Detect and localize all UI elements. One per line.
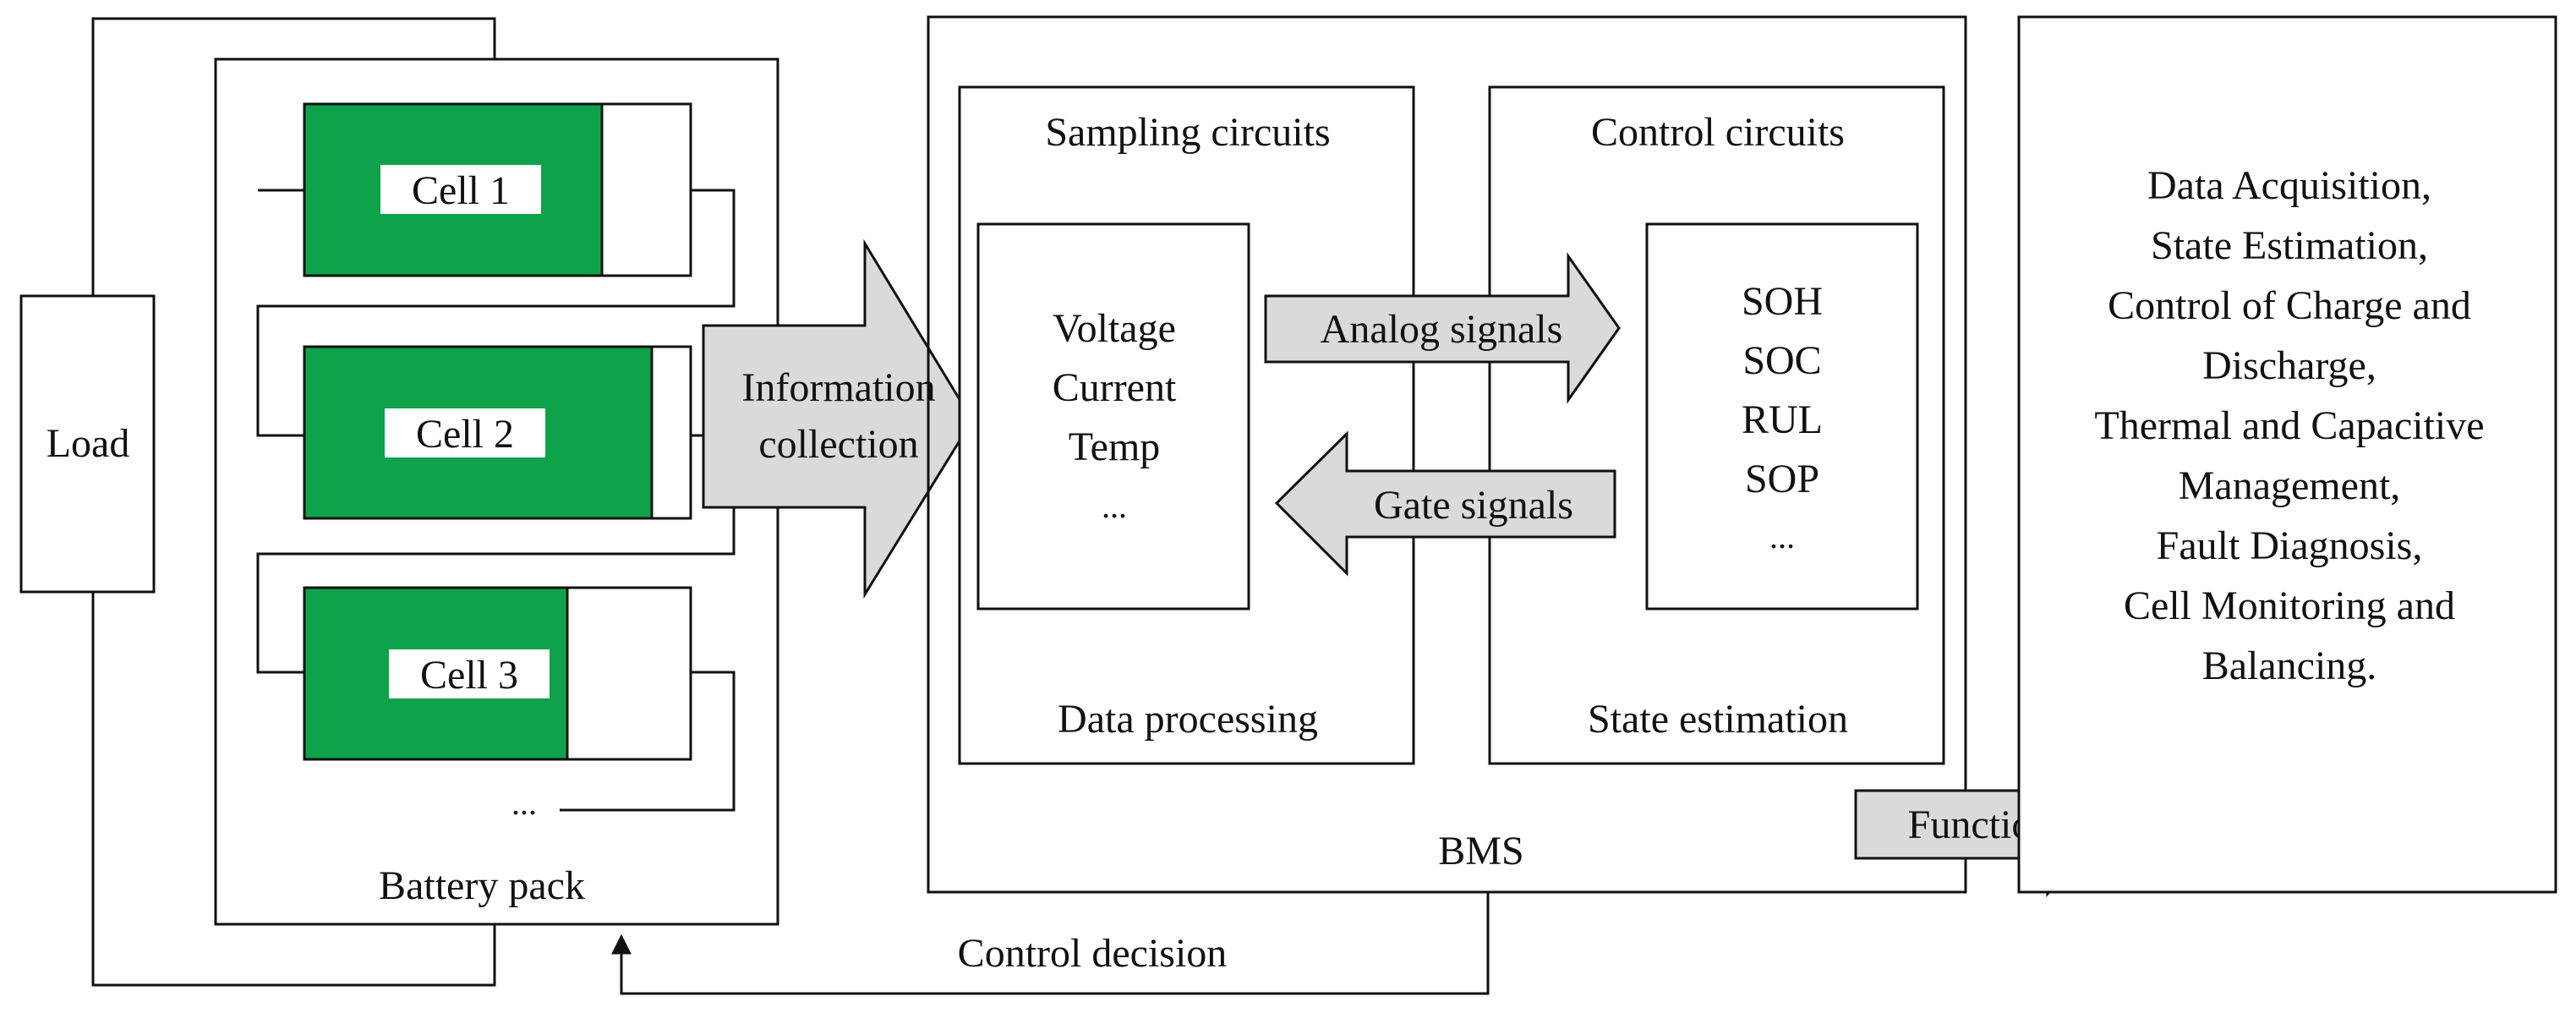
cell-3-label-bg [389,649,550,698]
control-inner-box [1645,222,1919,611]
function-line-4: Discharge, [2202,343,2376,388]
cell-1: Cell 1 [303,102,692,277]
load-top-wire [91,17,496,296]
sampling-item-temp: Temp [1069,424,1161,469]
function-line-6: Management, [2179,463,2401,508]
analog-signals-label: Analog signals [1321,307,1563,352]
cell-2: Cell 2 [303,345,692,520]
cell-wire-out [560,671,736,812]
cell-3-label: Cell 3 [420,653,518,698]
control-item-rul: RUL [1742,397,1823,442]
sampling-item-voltage: Voltage [1053,306,1176,351]
information-collection-label-2: collection [758,422,918,467]
control-item-soh: SOH [1742,279,1823,324]
function-line-7: Fault Diagnosis, [2157,523,2423,568]
function-line-3: Control of Charge and [2108,283,2471,328]
functions-box [2017,15,2557,894]
sampling-circuits-title: Sampling circuits [1045,110,1330,155]
analog-signals-arrow [1264,252,1621,404]
sampling-item-more: ... [1102,487,1127,525]
sampling-inner-box [976,222,1250,611]
cell-3: Cell 3 [303,586,692,761]
battery-pack-label: Battery pack [379,863,585,908]
control-decision-label: Control decision [958,931,1228,976]
information-collection-label-1: Information [741,365,935,410]
function-line-1: Data Acquisition, [2147,163,2431,208]
control-item-soc: SOC [1742,338,1821,383]
function-line-2: State Estimation, [2151,223,2428,268]
state-estimation-label: State estimation [1588,697,1848,742]
cell-2-label: Cell 2 [416,412,514,457]
function-line-8: Cell Monitoring and [2124,583,2455,628]
more-cells-ellipsis: ... [511,784,537,822]
load-bottom-wire [91,592,496,987]
sampling-item-current: Current [1053,365,1177,410]
control-item-sop: SOP [1745,457,1819,501]
control-circuits-title: Control circuits [1591,110,1845,155]
load-label: Load [46,421,130,466]
cell-2-label-bg [385,408,545,457]
control-decision-wire [611,892,1490,995]
load-box [19,294,156,594]
function-line-5: Thermal and Capacitive [2094,403,2484,448]
cell-1-label: Cell 1 [412,168,510,213]
cell-1-label-bg [380,165,541,214]
gate-signals-label: Gate signals [1374,483,1573,528]
control-item-more: ... [1769,517,1795,556]
bms-box [927,15,1967,894]
information-collection-arrow [702,238,974,600]
bms-label: BMS [1438,829,1523,873]
function-line-9: Balancing. [2202,643,2377,688]
cell-wire-1-2 [256,189,736,437]
gate-signals-arrow [1274,430,1616,577]
data-processing-label: Data processing [1058,697,1318,742]
